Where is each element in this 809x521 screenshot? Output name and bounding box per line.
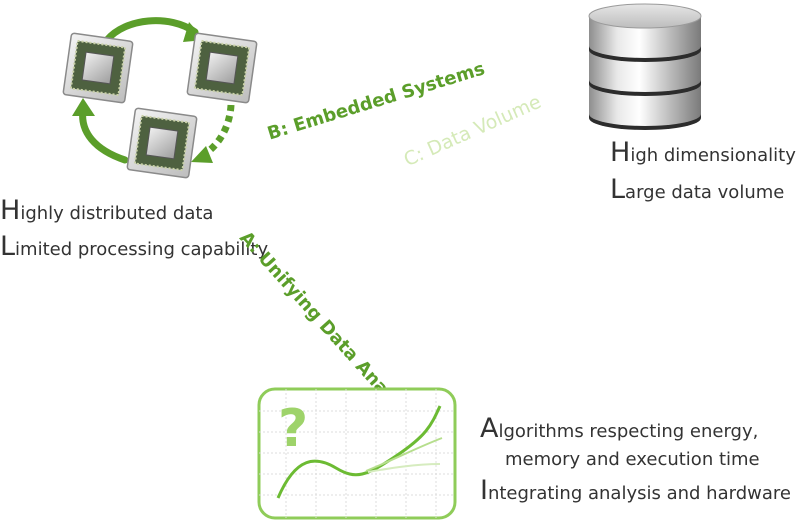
processor-chip-icon <box>125 106 199 180</box>
database-item-volume: Large data volume <box>610 174 785 205</box>
processor-item-distributed: Highly distributed data <box>0 195 214 226</box>
analysis-item-algorithms: Algorithms respecting energy, <box>480 413 759 444</box>
processor-cluster <box>61 17 259 180</box>
label-data-volume: C: Data Volume <box>400 90 545 172</box>
analysis-chart-icon: ? <box>257 387 457 520</box>
analysis-item-integrating: Integrating analysis and hardware <box>480 475 791 506</box>
question-mark: ? <box>278 399 308 459</box>
database-cylinder-icon <box>588 3 702 130</box>
processor-chip-icon <box>61 31 135 105</box>
processor-item-limited: Limited processing capability <box>0 231 269 262</box>
database-item-dimensionality: High dimensionality <box>610 137 796 168</box>
analysis-item-algorithms-cont: memory and execution time <box>505 449 760 470</box>
processor-chip-icon <box>185 31 259 105</box>
